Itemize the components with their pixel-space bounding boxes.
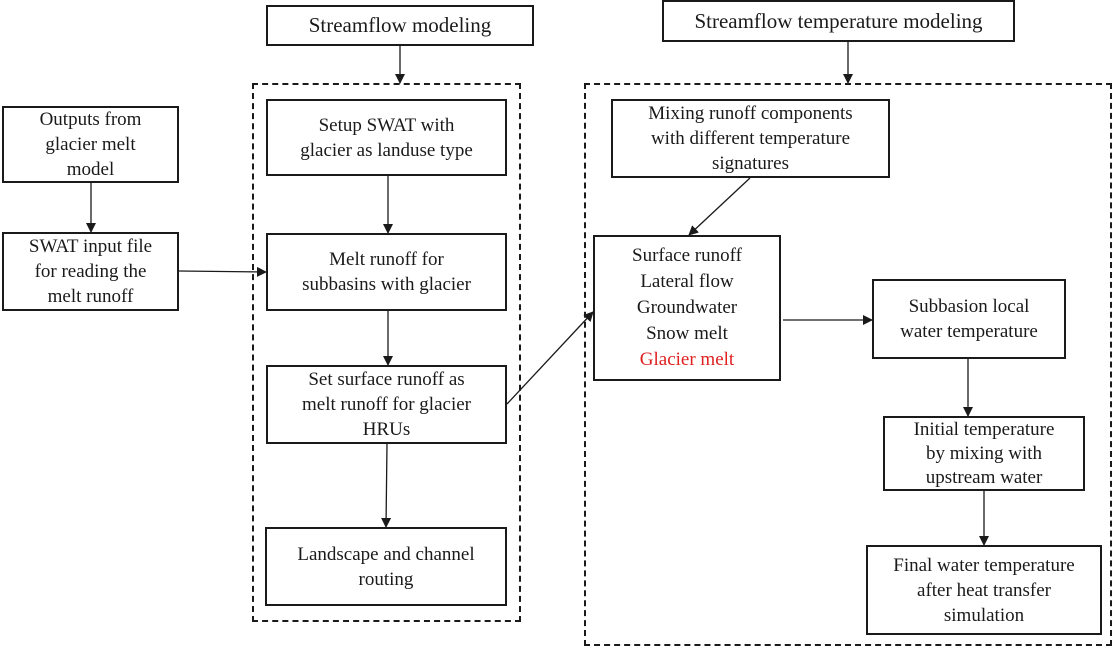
glacier-outputs-box: Outputs from glacier melt model [2, 106, 179, 183]
line: Outputs from [39, 109, 142, 130]
line: Mixing runoff components [648, 103, 853, 124]
header-text: Streamflow temperature modeling [694, 8, 983, 33]
line: upstream water [925, 466, 1043, 488]
component-glacier-melt: Glacier melt [639, 349, 735, 370]
streamflow-modeling-group [252, 83, 521, 622]
line: glacier as landuse type [300, 139, 473, 161]
line: Final water temperature [893, 554, 1075, 576]
arrow-mixing-to-components [688, 177, 751, 236]
line: Setup SWAT with [318, 114, 455, 136]
line: simulation [943, 604, 1025, 626]
line: Subbasion local [908, 296, 1030, 317]
temperature-modeling-group [584, 83, 1112, 646]
component-lateral-flow: Lateral flow [640, 271, 734, 292]
temperature-modeling-header: Streamflow temperature modeling [662, 0, 1015, 42]
mixing-runoff-box: Mixing runoff components with different … [611, 99, 890, 178]
line: melt runoff [47, 286, 134, 307]
component-surface-runoff: Surface runoff [632, 245, 742, 266]
subbasin-temperature-box: Subbasion local water temperature [872, 279, 1066, 359]
arrow-set-surface-to-components [506, 311, 594, 405]
arrow-swat-input-to-melt-runoff [178, 266, 267, 277]
header-text: Streamflow modeling [308, 13, 492, 37]
component-groundwater: Groundwater [636, 297, 738, 318]
line: Melt runoff for [329, 249, 444, 270]
line: with different temperature [650, 128, 851, 149]
line: model [66, 159, 115, 180]
line: water temperature [900, 321, 1038, 342]
set-surface-runoff-box: Set surface runoff as melt runoff for gl… [266, 365, 507, 444]
line: Set surface runoff as [308, 369, 465, 390]
line: HRUs [362, 419, 411, 440]
initial-temperature-box: Initial temperature by mixing with upstr… [883, 416, 1085, 491]
line: SWAT input file [28, 236, 153, 257]
component-snow-melt: Snow melt [646, 323, 728, 344]
runoff-components-box: Surface runoff Lateral flow Groundwater … [593, 235, 781, 381]
line: Initial temperature [913, 418, 1055, 440]
setup-swat-box: Setup SWAT with glacier as landuse type [266, 99, 507, 176]
routing-box: Landscape and channel routing [265, 527, 507, 606]
melt-runoff-box: Melt runoff for subbasins with glacier [266, 233, 507, 311]
arrow-set-surface-to-routing [381, 443, 392, 528]
swat-input-box: SWAT input file for reading the melt run… [2, 232, 179, 311]
line: signatures [711, 153, 790, 174]
line: subbasins with glacier [302, 274, 471, 295]
line: glacier melt [45, 134, 136, 155]
line: routing [358, 568, 414, 590]
line: Landscape and channel [297, 543, 475, 565]
line: for reading the [34, 261, 147, 282]
streamflow-modeling-header: Streamflow modeling [266, 5, 534, 46]
line: by mixing with [925, 442, 1043, 464]
final-temperature-box: Final water temperature after heat trans… [866, 545, 1102, 635]
line: after heat transfer [917, 579, 1051, 601]
line: melt runoff for glacier [302, 394, 471, 415]
